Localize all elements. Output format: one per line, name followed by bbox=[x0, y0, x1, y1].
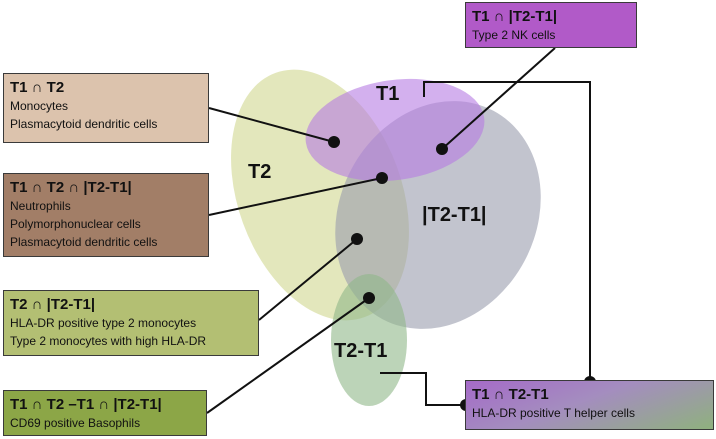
box-item: Neutrophils bbox=[10, 199, 71, 213]
box-item: CD69 positive Basophils bbox=[10, 416, 141, 430]
connector-t1-t2-minus bbox=[206, 297, 370, 414]
dot-t2-diff bbox=[351, 233, 363, 245]
box-item: Plasmacytoid dendritic cells bbox=[10, 235, 158, 249]
connector-t2-diff bbox=[258, 238, 358, 321]
box-title: T2 ∩ |T2-T1| bbox=[10, 296, 96, 313]
box-t1-t2-diff: T1 ∩ T2 ∩ |T2-T1| Neutrophils Polymorpho… bbox=[3, 173, 209, 257]
box-t2-diff: T2 ∩ |T2-T1| HLA-DR positive type 2 mono… bbox=[3, 290, 259, 356]
dot-t1-t2-minus bbox=[363, 292, 375, 304]
connector-t1-t2t1-upper bbox=[423, 81, 591, 382]
connector-t1-t2t1-lower bbox=[380, 372, 466, 406]
t2-t1-abs-label: |T2-T1| bbox=[422, 204, 487, 226]
connector-t1-t2 bbox=[208, 107, 335, 143]
box-t1-diff: T1 ∩ |T2-T1| Type 2 NK cells bbox=[465, 2, 637, 48]
t1-ellipse bbox=[305, 78, 485, 182]
box-item: HLA-DR positive T helper cells bbox=[472, 406, 635, 420]
box-t1-t2: T1 ∩ T2 Monocytes Plasmacytoid dendritic… bbox=[3, 73, 209, 143]
box-title: T1 ∩ T2 –T1 ∩ |T2-T1| bbox=[10, 396, 162, 413]
box-title: T1 ∩ T2 ∩ |T2-T1| bbox=[10, 179, 132, 196]
t2-minus-t1-label: T2-T1 bbox=[334, 340, 387, 362]
box-t1-t2-minus: T1 ∩ T2 –T1 ∩ |T2-T1| CD69 positive Baso… bbox=[3, 390, 207, 436]
box-title: T1 ∩ T2 bbox=[10, 79, 65, 96]
t1-label: T1 bbox=[376, 83, 399, 105]
box-item: Type 2 monocytes with high HLA-DR bbox=[10, 334, 207, 348]
t2-label: T2 bbox=[248, 161, 271, 183]
box-title: T1 ∩ T2-T1 bbox=[472, 386, 549, 403]
dot-t1-t2-diff bbox=[376, 172, 388, 184]
box-item: Polymorphonuclear cells bbox=[10, 217, 141, 231]
connector-t1-diff bbox=[441, 47, 556, 150]
dot-t1-diff bbox=[436, 143, 448, 155]
dot-t1-t2 bbox=[328, 136, 340, 148]
box-item: Type 2 NK cells bbox=[472, 28, 556, 42]
box-item: Monocytes bbox=[10, 99, 69, 113]
box-item: Plasmacytoid dendritic cells bbox=[10, 117, 158, 131]
box-title: T1 ∩ |T2-T1| bbox=[472, 8, 558, 25]
connector-t1-t2-diff bbox=[208, 177, 383, 216]
box-item: HLA-DR positive type 2 monocytes bbox=[10, 316, 197, 330]
box-t1-t2t1: T1 ∩ T2-T1 HLA-DR positive T helper cell… bbox=[465, 380, 714, 430]
